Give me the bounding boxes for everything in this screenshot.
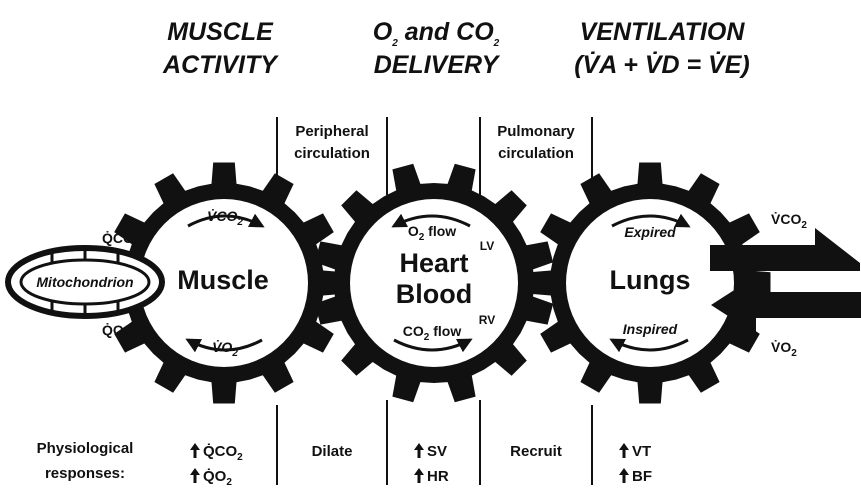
pulmonary-circulation-label: Pulmonary circulation — [497, 123, 575, 162]
header-muscle-activity: MUSCLE ACTIVITY — [162, 18, 279, 79]
qo2-label: Q̇O2 — [102, 322, 130, 343]
response-recruit: Recruit — [510, 443, 562, 460]
lungs-gear-label: Lungs — [610, 265, 691, 295]
muscle-gear-label: Muscle — [177, 265, 269, 295]
response-muscle-2: Q̇O2 — [203, 468, 232, 488]
increase-arrow-icon — [414, 443, 424, 458]
mitochondrion: Mitochondrion — [8, 248, 162, 316]
responses-title-line2: responses: — [45, 465, 125, 482]
response-hr: HR — [427, 468, 449, 485]
response-muscle-1: Q̇CO2 — [203, 443, 243, 463]
svg-text:circulation: circulation — [294, 145, 370, 162]
increase-arrow-icon — [190, 468, 200, 483]
response-dilate: Dilate — [312, 443, 353, 460]
header-ventilation: VENTILATION (V̇A + V̇D = V̇E) — [574, 18, 750, 79]
inspired-label: Inspired — [623, 321, 678, 337]
header-ventilation-line1: VENTILATION — [580, 18, 746, 46]
svg-text:circulation: circulation — [498, 145, 574, 162]
response-bf: BF — [632, 468, 652, 485]
mitochondrion-label: Mitochondrion — [36, 274, 133, 290]
vo2-exchange-label: V̇O2 — [771, 339, 797, 359]
up-arrow-group — [190, 443, 629, 483]
lv-label: LV — [480, 239, 494, 253]
blood-gear-label: Blood — [396, 279, 472, 309]
increase-arrow-icon — [619, 468, 629, 483]
increase-arrow-icon — [190, 443, 200, 458]
header-delivery-line2: DELIVERY — [374, 51, 501, 79]
responses-title-line1: Physiological — [37, 440, 134, 457]
increase-arrow-icon — [619, 443, 629, 458]
response-sv: SV — [427, 443, 447, 460]
header-muscle-line2: ACTIVITY — [162, 51, 279, 79]
svg-text:Pulmonary: Pulmonary — [497, 123, 575, 140]
response-vt: VT — [632, 443, 651, 460]
rv-label: RV — [479, 313, 495, 327]
header-muscle-line1: MUSCLE — [167, 18, 274, 46]
header-delivery: O2 and CO2 DELIVERY — [373, 18, 501, 79]
increase-arrow-icon — [414, 468, 424, 483]
header-delivery-line1: O2 and CO2 — [373, 18, 500, 49]
heart-gear-label: Heart — [399, 248, 468, 278]
peripheral-circulation-label: Peripheral circulation — [294, 123, 370, 162]
svg-text:Peripheral: Peripheral — [295, 123, 368, 140]
expired-label: Expired — [624, 224, 676, 240]
vco2-exchange-label: V̇CO2 — [771, 211, 807, 231]
header-ventilation-equation: (V̇A + V̇D = V̇E) — [574, 50, 750, 79]
